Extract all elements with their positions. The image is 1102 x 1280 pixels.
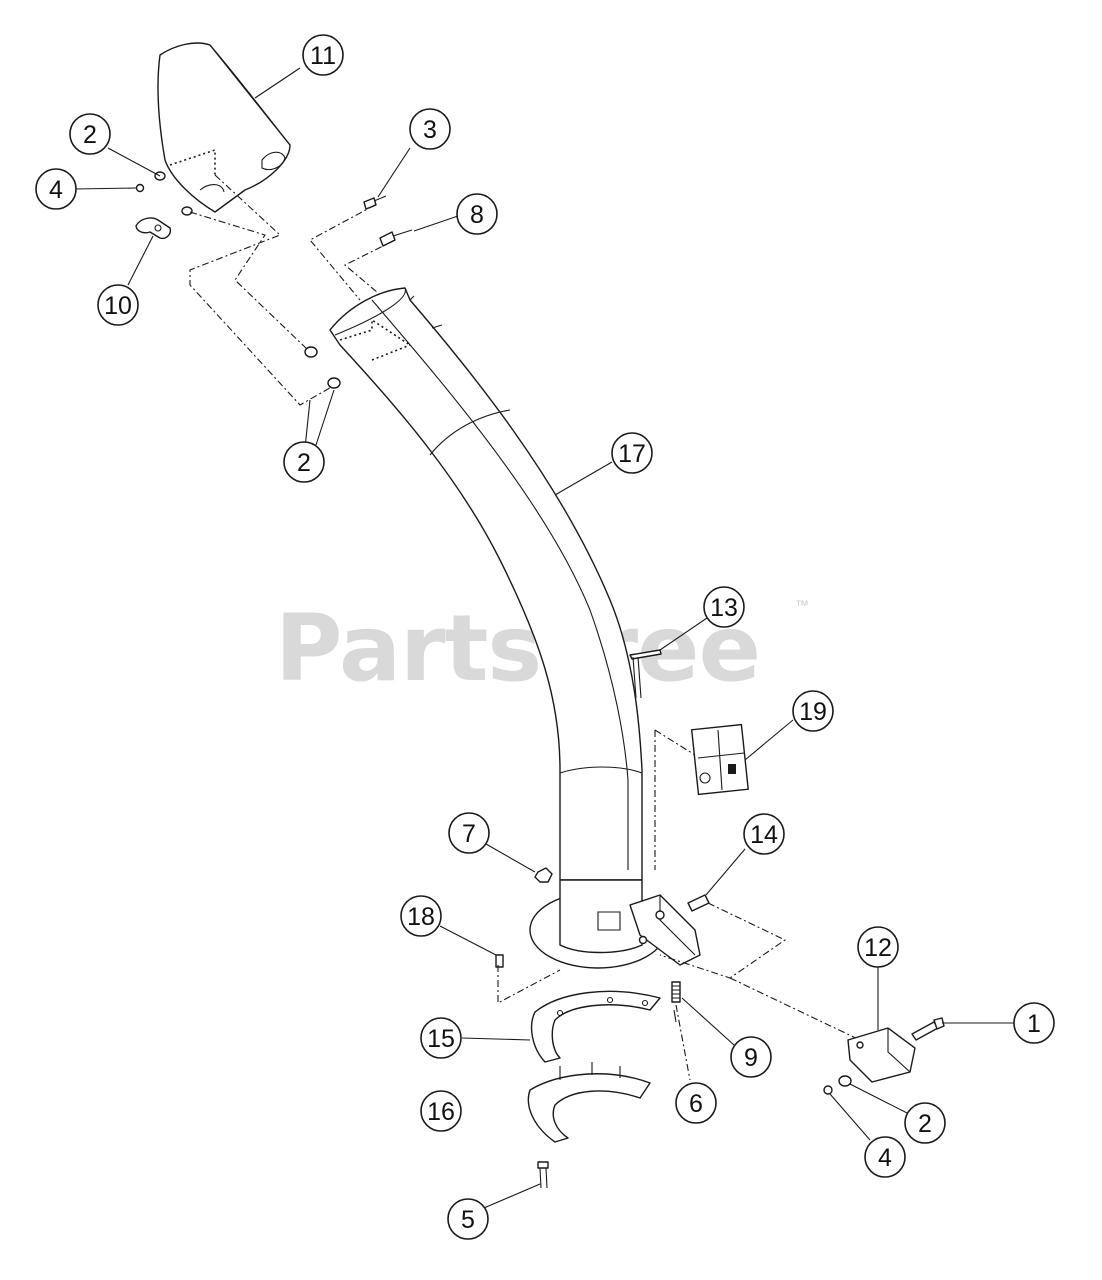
callout-2-mid[interactable]: 2 (283, 441, 325, 483)
callout-7[interactable]: 7 (448, 812, 490, 854)
bracket-12 (847, 1027, 916, 1083)
callout-4-bottom[interactable]: 4 (864, 1136, 906, 1178)
bolt-8 (379, 229, 413, 247)
callout-label: 2 (918, 1110, 932, 1138)
callout-15[interactable]: 15 (420, 1017, 462, 1059)
callout-label: 4 (878, 1144, 892, 1172)
chute-base (529, 879, 701, 969)
callout-11[interactable]: 11 (302, 34, 344, 76)
callout-label: 2 (83, 121, 97, 149)
callout-label: 16 (427, 1098, 455, 1126)
ring-16 (527, 1062, 651, 1143)
callout-label: 6 (689, 1090, 703, 1118)
assembly-lines-upper (189, 174, 411, 406)
assembly-lines-lower (497, 902, 861, 1081)
callout-label: 15 (427, 1025, 455, 1053)
callout-label: 7 (462, 820, 476, 848)
callout-label: 9 (744, 1044, 758, 1072)
bracket-hardware (823, 1075, 852, 1095)
nut-7 (534, 867, 553, 883)
callout-1[interactable]: 1 (1013, 1002, 1055, 1044)
callout-8[interactable]: 8 (456, 193, 498, 235)
callout-label: 18 (407, 903, 435, 931)
callout-label: 13 (710, 594, 738, 622)
callout-label: 5 (461, 1206, 475, 1234)
callout-13[interactable]: 13 (703, 586, 745, 628)
pin-13 (629, 649, 662, 699)
bolt-3 (363, 195, 387, 210)
callout-19[interactable]: 19 (792, 690, 834, 732)
callout-2-bottom[interactable]: 2 (904, 1102, 946, 1144)
bolt-5 (537, 1161, 549, 1189)
screw-18 (495, 954, 504, 968)
callout-label: 2 (297, 449, 311, 477)
callout-5[interactable]: 5 (447, 1198, 489, 1240)
callout-9[interactable]: 9 (730, 1036, 772, 1078)
callout-label: 17 (618, 440, 646, 468)
wing-knob (135, 217, 172, 240)
callout-4-top[interactable]: 4 (35, 168, 77, 210)
callout-label: 14 (750, 821, 778, 849)
bolt-1 (911, 1017, 945, 1041)
hood-hardware (135, 171, 193, 216)
callout-label: 1 (1027, 1010, 1041, 1038)
spring-9 (671, 981, 681, 1003)
callout-label: 12 (864, 934, 892, 962)
callout-3[interactable]: 3 (409, 108, 451, 150)
callout-6[interactable]: 6 (675, 1082, 717, 1124)
callout-2-top[interactable]: 2 (69, 113, 111, 155)
callout-12[interactable]: 12 (857, 926, 899, 968)
watermark-text: PartsTree (275, 595, 760, 702)
callout-10[interactable]: 10 (97, 284, 139, 326)
callout-label: 3 (423, 116, 437, 144)
callout-18[interactable]: 18 (400, 895, 442, 937)
deflector-hood (157, 42, 291, 213)
pin-6 (673, 1009, 677, 1023)
callout-label: 11 (310, 42, 336, 70)
callout-17[interactable]: 17 (611, 432, 653, 474)
callout-label: 19 (799, 698, 827, 726)
callout-label: 8 (470, 201, 484, 229)
leader-lines (74, 67, 1015, 1209)
chute-washers (304, 346, 341, 389)
callout-14[interactable]: 14 (743, 813, 785, 855)
callout-16[interactable]: 16 (420, 1090, 462, 1132)
callout-label: 4 (49, 176, 63, 204)
pin-14 (687, 894, 710, 912)
callout-label: 10 (104, 292, 132, 320)
watermark-trademark: ™ (795, 597, 809, 613)
decal-19 (654, 723, 749, 870)
ring-15 (530, 990, 661, 1063)
chute-tube (329, 287, 643, 881)
